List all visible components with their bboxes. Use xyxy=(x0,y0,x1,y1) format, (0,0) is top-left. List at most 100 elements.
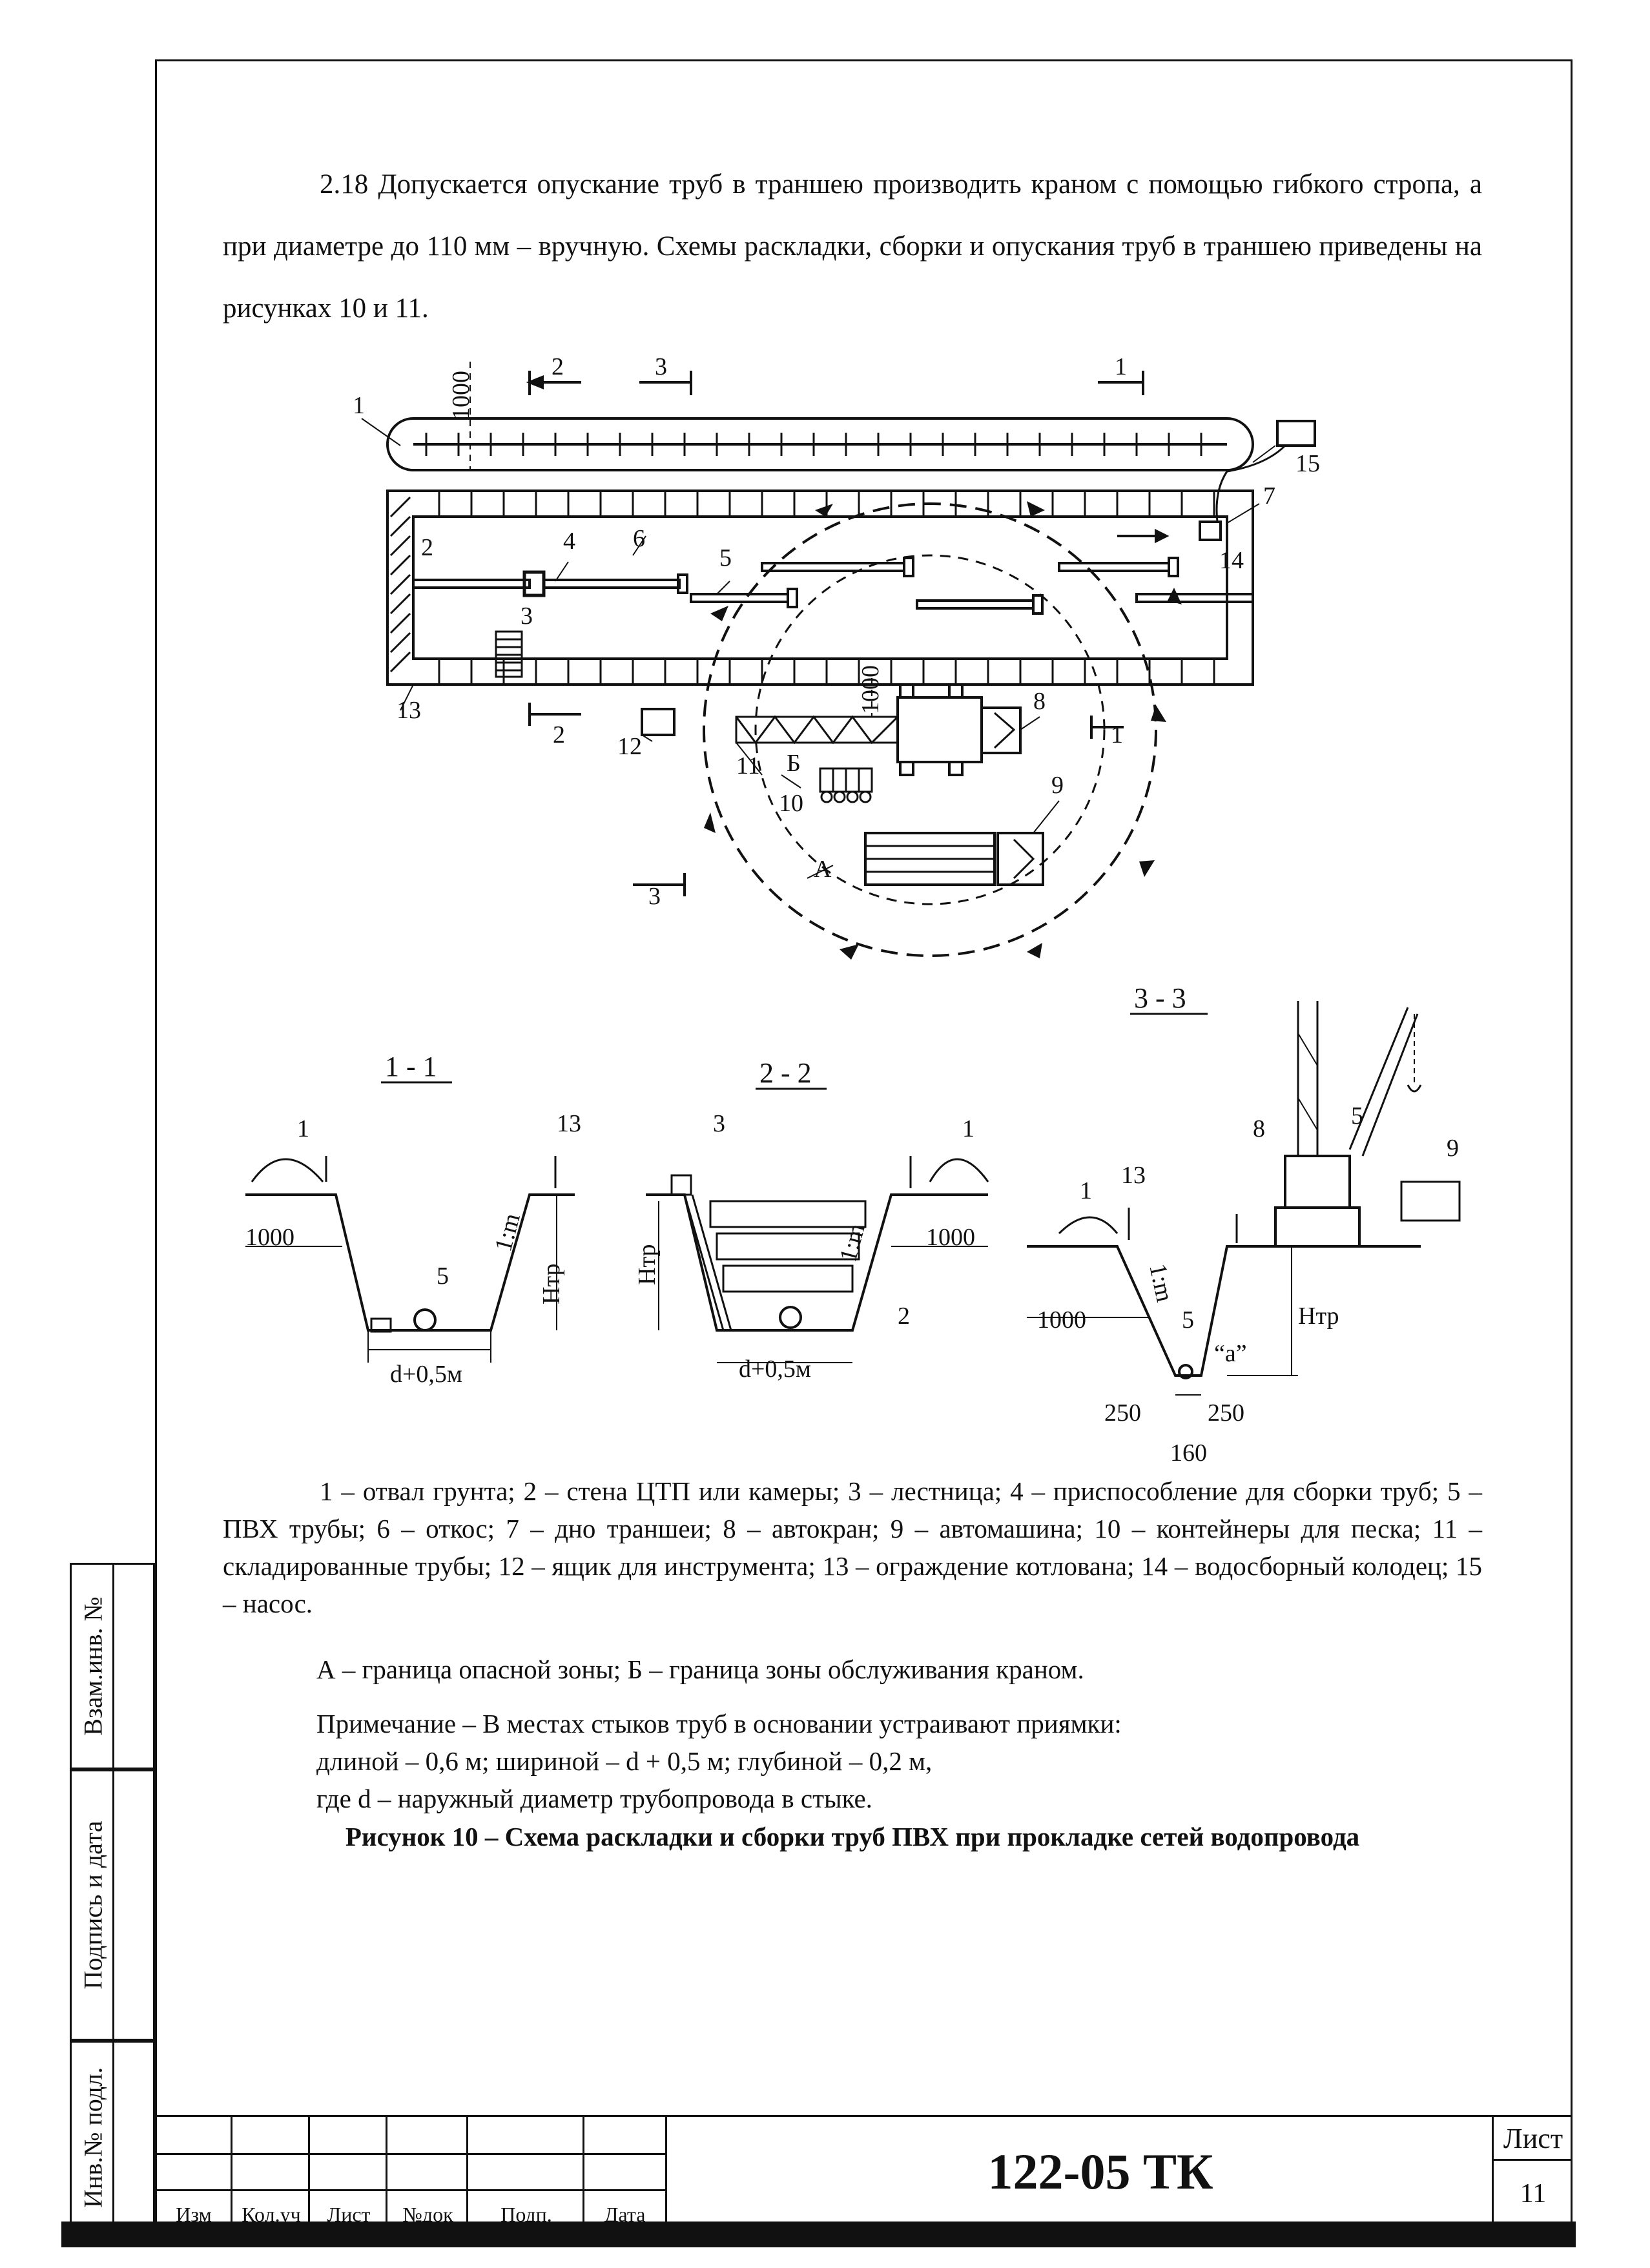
plan-number-labels: 1000 1 2 3 1 15 7 14 2 4 6 5 3 13 2 12 1… xyxy=(353,353,1320,910)
plan-tool-box xyxy=(641,708,675,736)
plan-pipes xyxy=(412,528,1254,615)
plan-label-1000: 1000 xyxy=(448,371,475,420)
s33-label-depth: Нтр xyxy=(1298,1303,1339,1330)
plan-pump xyxy=(1276,420,1316,447)
plan-label-3-bottom: 3 xyxy=(648,883,661,910)
sheet-label: Лист xyxy=(1494,2117,1573,2161)
plan-danger-zone-a xyxy=(703,502,1157,957)
section-2-2-labels: 3 1 1000 2 d+0,5м Нтр 1:m xyxy=(634,1110,975,1383)
side-stamp-sign-date: Подпись и дата xyxy=(70,1769,155,2041)
plan-label-13: 13 xyxy=(397,697,421,724)
plan-spoil-bank xyxy=(386,417,1254,471)
plan-trench-hatch xyxy=(389,496,411,673)
plan-label-10: 10 xyxy=(779,790,803,817)
plan-slope-ticks xyxy=(438,492,1215,683)
plan-label-9: 9 xyxy=(1051,772,1064,799)
plan-trench-outer xyxy=(386,490,1254,686)
s33-label-9: 9 xyxy=(1447,1135,1459,1162)
plan-crane xyxy=(735,683,1022,776)
plan-section-cuts xyxy=(469,362,1144,896)
figure-note-2: длиной – 0,6 м; шириной – d + 0,5 м; глу… xyxy=(316,1746,933,1776)
s33-label-1000: 1000 xyxy=(1037,1306,1086,1334)
plan-label-3-cut: 3 xyxy=(655,353,667,380)
s11-label-5: 5 xyxy=(437,1263,449,1290)
s33-label-5: 5 xyxy=(1182,1306,1194,1334)
sheet-box: Лист 11 xyxy=(1492,2117,1573,2227)
plan-label-7: 7 xyxy=(1263,482,1275,510)
s22-label-1: 1 xyxy=(962,1115,975,1142)
s11-label-width: d+0,5м xyxy=(390,1361,462,1388)
s22-label-depth: Нтр xyxy=(634,1244,661,1285)
figure-note-1: Примечание – В местах стыков труб в осно… xyxy=(316,1709,1122,1738)
figure-legend: 1 – отвал грунта; 2 – стена ЦТП или каме… xyxy=(223,1476,1482,1618)
plan-label-14: 14 xyxy=(1219,547,1244,574)
side-stamp-inv-podl: Инв.№ подл. xyxy=(70,2041,155,2234)
plan-trench-inner xyxy=(412,515,1228,660)
document-code: 122-05 ТК xyxy=(665,2117,1534,2227)
plan-label-2-bottom: 2 xyxy=(553,721,565,748)
section-title-1-1: 1 - 1 xyxy=(385,1051,437,1082)
sheet-number: 11 xyxy=(1520,2179,1547,2209)
plan-label-11: 11 xyxy=(736,752,760,779)
section-2-2 xyxy=(646,1156,989,1363)
s11-label-slope: 1:m xyxy=(490,1210,526,1254)
s33-label-250-left: 250 xyxy=(1104,1399,1141,1427)
section-1-1-labels: 1 13 1000 5 d+0,5м 1:m Нтр xyxy=(245,1110,581,1388)
s33-label-250-right: 250 xyxy=(1208,1399,1244,1427)
plan-crane-zone-b xyxy=(754,554,1106,905)
figure-note-3: где d – наружный диаметр трубопровода в … xyxy=(316,1784,872,1813)
section-titles: 1 - 1 2 - 2 3 - 3 xyxy=(385,982,1186,1089)
s33-label-1: 1 xyxy=(1080,1177,1092,1204)
plan-label-8: 8 xyxy=(1033,688,1046,715)
s33-label-5-crane: 5 xyxy=(1351,1102,1363,1129)
s22-label-1000: 1000 xyxy=(926,1224,975,1251)
plan-sump-well xyxy=(1199,521,1222,541)
figure-zones-legend: А – граница опасной зоны; Б – граница зо… xyxy=(316,1655,1084,1684)
plan-label-2-cut: 2 xyxy=(552,353,564,380)
s33-label-slope: 1:m xyxy=(1144,1261,1178,1304)
plan-label-4: 4 xyxy=(563,528,575,555)
revision-grid: Изм Кол.уч Лист №док Подп. Дата xyxy=(155,2117,665,2227)
plan-label-1-cut: 1 xyxy=(1115,353,1127,380)
s33-label-a: “a” xyxy=(1214,1340,1247,1367)
side-label-inv-zam: Взам.инв. № xyxy=(78,1596,108,1736)
plan-label-15: 15 xyxy=(1295,450,1320,477)
s11-label-13: 13 xyxy=(557,1110,581,1137)
side-label-sign-date: Подпись и дата xyxy=(78,1820,108,1990)
plan-ladder xyxy=(495,630,523,678)
s33-label-13: 13 xyxy=(1121,1162,1146,1189)
plan-leaders xyxy=(361,418,1276,879)
plan-label-1-right: 1 xyxy=(1111,721,1123,748)
plan-label-1000b: 1000 xyxy=(857,665,884,714)
section-title-2-2: 2 - 2 xyxy=(759,1057,812,1089)
section-3-3-labels: 1 13 8 5 9 1000 5 “a” Нтр 1:m 250 250 16… xyxy=(1037,1102,1459,1467)
bottom-border-bar xyxy=(61,2222,1576,2247)
paragraph-2-18: 2.18 Допускается опускание труб в транше… xyxy=(223,169,1482,324)
plan-label-3: 3 xyxy=(521,603,533,630)
title-block: Изм Кол.уч Лист №док Подп. Дата 122-05 Т… xyxy=(155,2115,1573,2227)
s11-label-depth: Нтр xyxy=(538,1263,565,1304)
s11-label-1: 1 xyxy=(297,1115,309,1142)
section-1-1 xyxy=(245,1156,575,1363)
s33-label-160: 160 xyxy=(1170,1439,1207,1467)
plan-label-5: 5 xyxy=(719,544,732,572)
plan-spoil-ticks xyxy=(425,433,1202,456)
plan-label-a: А xyxy=(814,856,832,883)
plan-truck xyxy=(864,832,1044,886)
plan-sand-containers xyxy=(819,767,873,803)
plan-label-2: 2 xyxy=(421,534,433,561)
figure-caption: Рисунок 10 – Схема раскладки и сборки тр… xyxy=(345,1822,1360,1851)
s22-label-3: 3 xyxy=(713,1110,725,1137)
s22-label-2: 2 xyxy=(898,1303,910,1330)
plan-label-b: Б xyxy=(787,750,801,777)
intro-paragraph: 2.18 Допускается опускание труб в транше… xyxy=(223,154,1482,340)
plan-label-1: 1 xyxy=(353,392,365,419)
plan-label-12: 12 xyxy=(617,733,642,760)
side-stamp-inv-zam: Взам.инв. № xyxy=(70,1563,155,1769)
s22-label-width: d+0,5м xyxy=(739,1356,811,1383)
plan-zone-markers xyxy=(704,501,1182,960)
section-3-3 xyxy=(1027,1001,1461,1396)
section-title-3-3: 3 - 3 xyxy=(1134,982,1186,1014)
side-label-inv-podl: Инв.№ подл. xyxy=(78,2067,108,2208)
s33-label-8: 8 xyxy=(1253,1115,1265,1142)
